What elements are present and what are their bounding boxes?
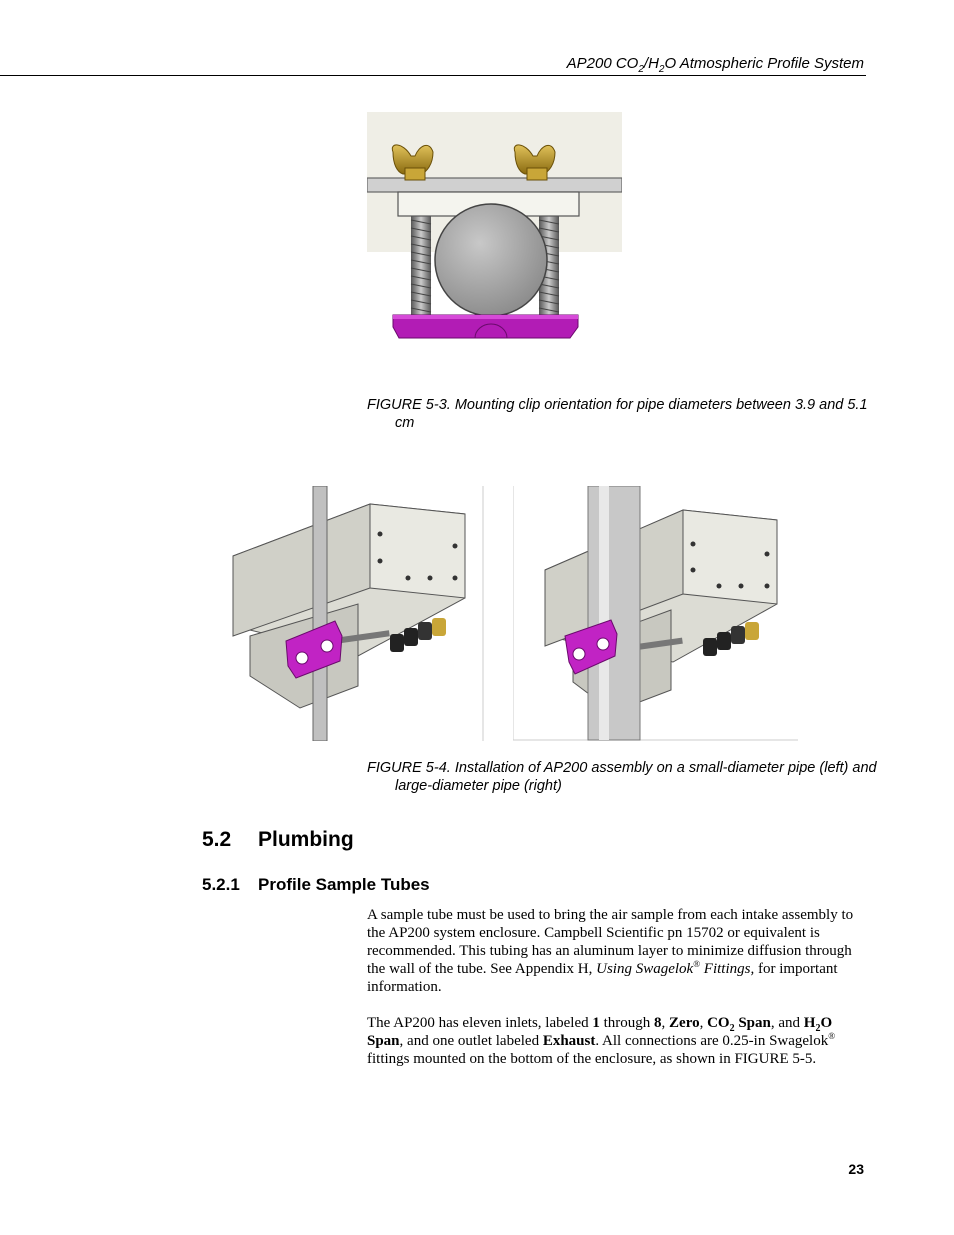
wing-nut-right (513, 144, 556, 181)
running-header: AP200 CO2/H2O Atmospheric Profile System (566, 55, 864, 75)
header-rule (0, 75, 866, 76)
threaded-rod-left (410, 207, 432, 322)
small-pipe (312, 486, 328, 741)
mounting-clip (564, 619, 618, 675)
paragraph-sample-tubes: A sample tube must be used to bring the … (367, 907, 854, 995)
figure-5-3-caption: FIGURE 5-3. Mounting clip orientation fo… (367, 397, 868, 431)
wing-nut-left (391, 144, 434, 181)
figure-5-4-left-image (230, 486, 485, 741)
figure-5-4-right-image (513, 486, 798, 741)
pipe-cross-section (434, 203, 548, 317)
page-number: 23 (848, 1161, 864, 1177)
figure-5-4-caption: FIGURE 5-4. Installation of AP200 assemb… (367, 760, 877, 794)
paragraph-inlets: The AP200 has eleven inlets, labeled 1 t… (367, 1015, 836, 1067)
figure-5-3-image (367, 112, 622, 347)
large-pipe (587, 486, 641, 741)
